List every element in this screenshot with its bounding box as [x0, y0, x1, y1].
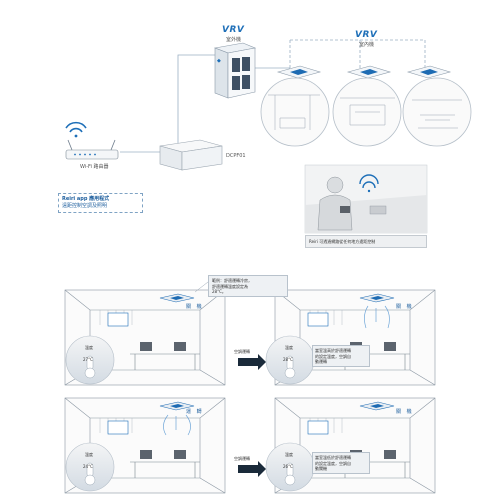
app-note-box: Reiri app 應用程式 遠距控制空調及照明 [58, 193, 143, 213]
auto-stop-note-line2: 的設定溫度，空調自 [315, 460, 351, 466]
auto-stop-note-line1: 當室溫低於舒適運轉 [315, 455, 351, 460]
indoor-unit-icon [276, 65, 452, 79]
temp-value-4: 26°C [283, 464, 293, 469]
room-illustration [260, 77, 472, 147]
auto-stop-note-line3: 動關機 [315, 466, 327, 471]
status-frames [107, 312, 329, 435]
example-callout: 範例：舒適運轉冷房， 舒適運轉溫度設定為 28°C。 [208, 275, 288, 297]
transition-arrow-icon [238, 354, 266, 477]
svg-text:◆: ◆ [217, 58, 221, 64]
auto-stop-note: 當室溫低於舒適運轉 的設定溫度，空調自 動關機 [312, 452, 370, 474]
ceiling-ac-icon [159, 293, 395, 411]
temp-title-2: 溫度 [285, 345, 293, 350]
arrow-label-bottom: 空調運轉 [234, 456, 250, 461]
indoor-unit-label: 室內機 [359, 42, 375, 48]
adapter-device-icon [159, 139, 223, 171]
auto-run-note-line1: 當室溫高於舒適運轉 [315, 348, 351, 353]
arrow-label-top: 空調運轉 [234, 349, 250, 354]
remote-caption-box: Reiri 可透過網路從任何地方遠距控制 [305, 235, 427, 248]
router-label: Wi-Fi 路由器 [80, 164, 109, 170]
outdoor-unit-icon: ◆ [213, 42, 257, 99]
temp-value-3: 24°C [83, 464, 93, 469]
temp-value-2: 28°C [283, 357, 293, 362]
temp-title-4: 溫度 [285, 452, 293, 457]
system-diagram: ◆ [65, 39, 472, 234]
callout-line2: 舒適運轉溫度設定為 [212, 283, 248, 289]
airflow-lines [163, 305, 390, 436]
wifi-router-icon [65, 121, 119, 160]
indoor-brand-logo: VRV [355, 30, 378, 40]
status-running-label: 運 轉 [186, 409, 204, 415]
callout-line1: 範例：舒適運轉冷房， [212, 278, 252, 283]
scenario-diagram [64, 281, 436, 494]
temp-title-3: 溫度 [85, 452, 93, 457]
adapter-label: DCPF01 [226, 153, 246, 159]
status-off-label-bottom-right: 關 機 [396, 409, 414, 415]
app-note-line1: Reiri app 應用程式 [62, 196, 110, 202]
thermometer-icon [65, 335, 315, 492]
app-note-line2: 遠距控制空調及照明 [62, 203, 108, 209]
outdoor-brand-logo: VRV [222, 25, 245, 35]
auto-run-note-line3: 動運轉 [315, 359, 327, 364]
remote-control-photo [304, 164, 428, 234]
auto-run-note-line2: 的設定溫度，空調自 [315, 353, 351, 359]
temp-value-1: 27°C [83, 357, 93, 362]
auto-run-note: 當室溫高於舒適運轉 的設定溫度，空調自 動運轉 [312, 345, 370, 367]
status-off-label: 關 機 [186, 304, 204, 310]
temp-title-1: 溫度 [85, 345, 93, 350]
outdoor-unit-label: 室外機 [226, 37, 242, 43]
remote-caption: Reiri 可透過網路從任何地方遠距控制 [309, 239, 376, 244]
callout-line3: 28°C。 [212, 289, 226, 294]
status-off-label-right: 關 機 [396, 304, 414, 310]
